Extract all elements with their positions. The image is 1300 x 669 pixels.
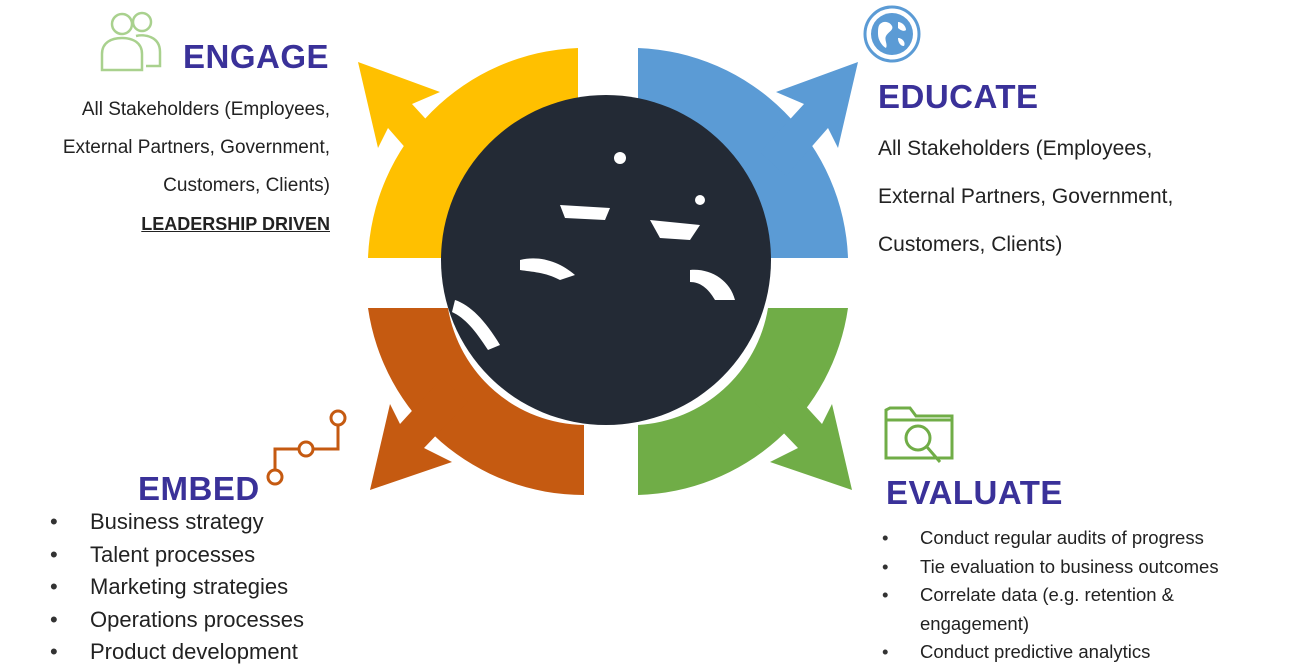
evaluate-item: Conduct predictive analytics bbox=[882, 638, 1297, 667]
embed-arc bbox=[368, 308, 584, 496]
embed-item: Talent processes bbox=[50, 539, 304, 572]
engage-line-1: All Stakeholders (Employees, bbox=[81, 99, 330, 120]
engage-line-3: Customers, Clients) bbox=[163, 175, 330, 196]
leadership-driven-label: LEADERSHIP DRIVEN bbox=[141, 214, 330, 234]
educate-line-2: External Partners, Government, bbox=[878, 185, 1174, 208]
engage-line-2: External Partners, Government, bbox=[62, 137, 330, 158]
globe-icon bbox=[863, 5, 921, 63]
engage-heading: ENGAGE bbox=[183, 38, 330, 75]
engage-arc bbox=[358, 48, 578, 258]
step-path-icon bbox=[266, 409, 347, 486]
evaluate-item: Correlate data (e.g. retention & engagem… bbox=[882, 581, 1260, 638]
engage-description: All Stakeholders (Employees, External Pa… bbox=[0, 91, 330, 243]
embed-list: Business strategy Talent processes Marke… bbox=[50, 506, 304, 669]
educate-arc bbox=[638, 48, 858, 258]
evaluate-item: Conduct regular audits of progress bbox=[882, 524, 1297, 553]
educate-line-3: Customers, Clients) bbox=[878, 233, 1063, 256]
embed-item: Operations processes bbox=[50, 604, 304, 637]
educate-description: All Stakeholders (Employees, External Pa… bbox=[878, 125, 1173, 269]
evaluate-list: Conduct regular audits of progress Tie e… bbox=[882, 524, 1297, 667]
evaluate-arc bbox=[638, 308, 852, 495]
evaluate-heading: EVALUATE bbox=[886, 474, 1063, 511]
embed-item: Marketing strategies bbox=[50, 571, 304, 604]
evaluate-item: Tie evaluation to business outcomes bbox=[882, 553, 1297, 582]
embed-item: Business strategy bbox=[50, 506, 304, 539]
people-icon bbox=[100, 11, 162, 72]
embed-heading: EMBED bbox=[138, 470, 260, 507]
educate-heading: EDUCATE bbox=[878, 78, 1039, 115]
folder-search-icon bbox=[884, 406, 954, 463]
educate-line-1: All Stakeholders (Employees, bbox=[878, 137, 1153, 160]
embed-item: Product development bbox=[50, 636, 304, 669]
world-globe-icon bbox=[441, 95, 771, 425]
